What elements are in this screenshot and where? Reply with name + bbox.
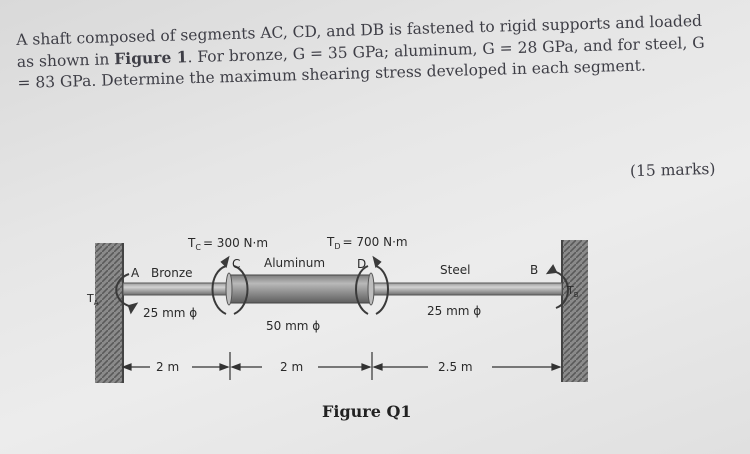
torque-c-label: TC= 300 N·m (187, 236, 268, 252)
dimension-lines (121, 352, 562, 380)
right-support-wall (562, 240, 588, 382)
bronze-diameter-label: 25 mm ɸ (143, 306, 197, 320)
flange-d (367, 272, 375, 306)
reaction-a-arrow (115, 273, 139, 315)
flange-c (225, 272, 233, 306)
torque-d-label: TD= 700 N·m (326, 235, 408, 251)
length-cd-label: 2 m (280, 360, 303, 374)
steel-diameter-label: 25 mm ɸ (427, 304, 481, 318)
length-ac-label: 2 m (156, 360, 179, 374)
bronze-label: Bronze (151, 266, 193, 280)
steel-label: Steel (440, 263, 470, 277)
point-d-label: D (357, 257, 366, 271)
aluminum-segment (227, 274, 373, 304)
point-b-label: B (530, 263, 538, 277)
reaction-b-arrow (545, 264, 569, 309)
point-a-label: A (131, 266, 140, 280)
left-support-wall (95, 243, 123, 383)
steel-segment (369, 282, 563, 296)
length-db-label: 2.5 m (438, 360, 473, 374)
aluminum-label: Aluminum (264, 256, 325, 270)
torque-c-arrow (211, 255, 249, 315)
reaction-b-label: TB (566, 284, 579, 299)
bronze-segment (122, 282, 231, 296)
figure-caption: Figure Q1 (322, 402, 412, 421)
point-c-label: C (232, 257, 240, 271)
aluminum-diameter-label: 50 mm ɸ (266, 319, 320, 333)
torque-d-arrow (355, 255, 389, 315)
reaction-a-label: TA (86, 292, 99, 307)
